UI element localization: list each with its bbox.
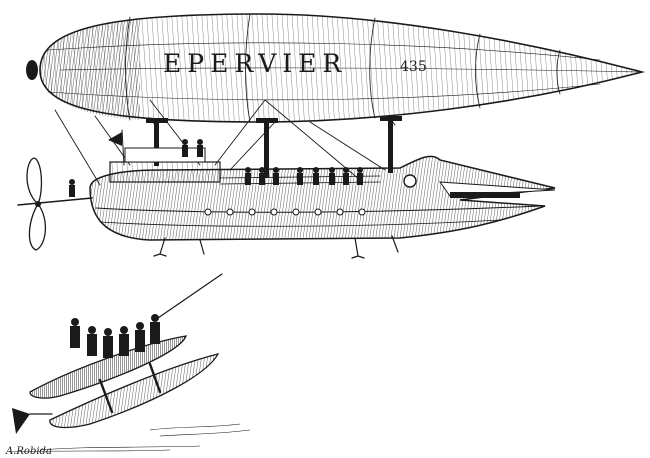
- airship-masts: [146, 116, 402, 178]
- landing-legs: [153, 235, 399, 259]
- crew-figures: [69, 139, 363, 197]
- harpoon-pole: [157, 273, 223, 319]
- skiff-boat: [12, 335, 220, 434]
- artist-signature: A.Robida: [5, 446, 52, 457]
- airship-number-label: 435: [400, 59, 427, 75]
- rear-propeller: [17, 157, 93, 251]
- pennant-flag: [108, 132, 122, 146]
- airship-name-label: EPERVIER: [163, 49, 347, 78]
- skiff-crew: [70, 314, 160, 358]
- ground-hatching: [9, 423, 251, 453]
- airship-envelope: [26, 13, 646, 123]
